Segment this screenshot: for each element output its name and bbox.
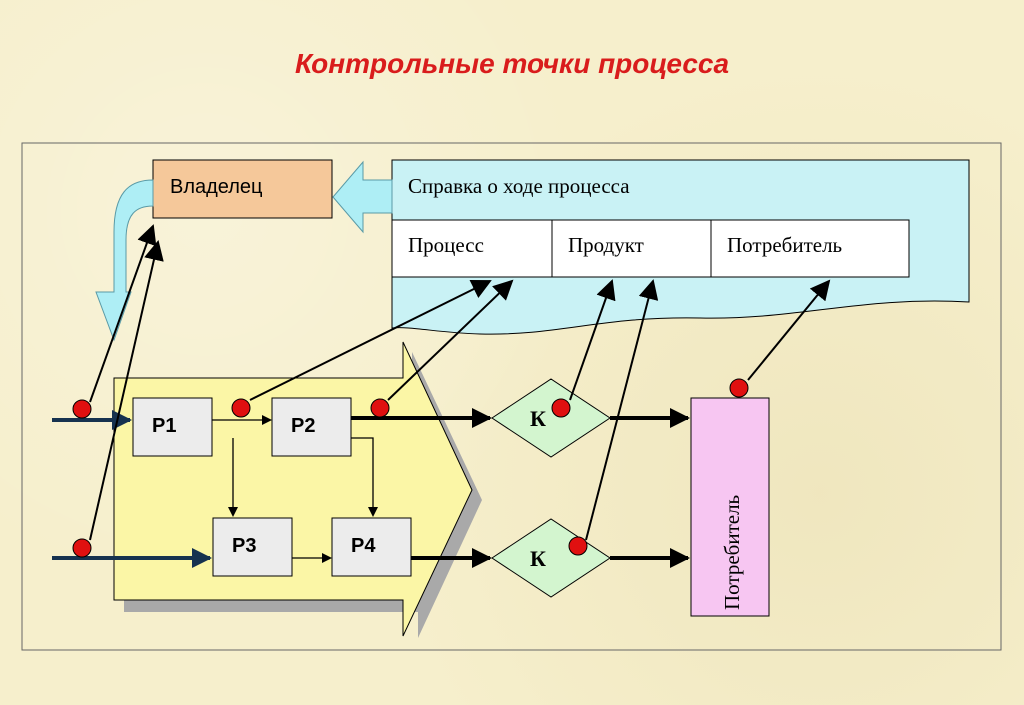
report-item-product: Продукт bbox=[568, 233, 644, 257]
page-title: Контрольные точки процесса bbox=[294, 48, 730, 79]
process-area bbox=[113, 341, 473, 637]
control-label-top: К bbox=[530, 406, 546, 431]
checkpoint-consumer bbox=[729, 378, 749, 398]
outer-frame bbox=[21, 142, 1002, 651]
report-arrow-p1p2 bbox=[249, 280, 492, 401]
checkpoint-input-bottom bbox=[72, 538, 92, 558]
report-arrow-control-bottom bbox=[585, 279, 659, 541]
checkpoint-input-top bbox=[72, 399, 92, 419]
owner-feedback-arrow bbox=[95, 179, 154, 342]
checkpoint-control-top bbox=[551, 398, 571, 418]
process-label-p3: P3 bbox=[232, 535, 256, 557]
control-diamond-bottom: К bbox=[491, 518, 611, 598]
process-label-p2: P2 bbox=[291, 415, 315, 437]
flow-p2-p4 bbox=[351, 437, 378, 517]
report-item-product-box bbox=[551, 219, 712, 278]
consumer-label: Потребитель bbox=[720, 495, 744, 610]
report-title: Справка о ходе процесса bbox=[408, 174, 630, 198]
owner-label: Владелец bbox=[170, 176, 263, 198]
process-label-p1: P1 bbox=[152, 415, 176, 437]
process-box-p4: P4 bbox=[331, 517, 412, 577]
report-arrow-p2out bbox=[387, 279, 514, 401]
report-to-owner-arrow bbox=[332, 160, 393, 234]
process-label-p4: P4 bbox=[351, 535, 376, 557]
report-arrow-input-top bbox=[89, 224, 157, 403]
checkpoint-control-bottom bbox=[568, 536, 588, 556]
process-box-p1: P1 bbox=[132, 397, 213, 457]
report-arrow-consumer bbox=[747, 279, 831, 381]
checkpoints bbox=[72, 378, 749, 558]
report-arrow-control-top bbox=[569, 279, 616, 401]
process-box-p3: P3 bbox=[212, 517, 293, 577]
report-item-consumer-box bbox=[710, 219, 910, 278]
report-arrow-input-bottom bbox=[89, 240, 164, 541]
control-diamond-top: К bbox=[491, 378, 611, 458]
report-item-process-box bbox=[391, 219, 553, 278]
process-box-p2: P2 bbox=[271, 397, 352, 457]
report-item-process: Процесс bbox=[408, 233, 484, 257]
checkpoint-p1-p2 bbox=[231, 398, 251, 418]
consumer-box bbox=[690, 397, 770, 617]
report-item-consumer: Потребитель bbox=[727, 233, 842, 257]
checkpoint-p2-out bbox=[370, 398, 390, 418]
control-label-bottom: К bbox=[530, 546, 546, 571]
